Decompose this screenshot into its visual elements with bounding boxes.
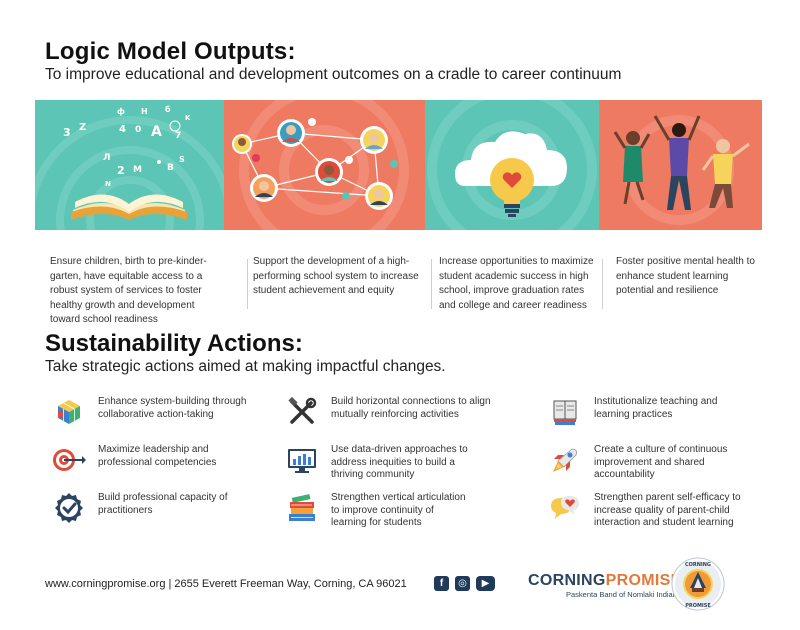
outputs-title: Logic Model Outputs:: [45, 38, 296, 65]
divider: [602, 259, 603, 309]
action-text: Institutionalize teaching and learning p…: [594, 396, 718, 420]
banner-letter: Z: [79, 122, 86, 133]
action-item: Use data-driven approaches to address in…: [285, 443, 481, 482]
corning-promise-seal: CORNING PROMISE: [670, 556, 726, 617]
banner-letter: S: [179, 155, 185, 164]
lightbulb-cloud-illustration: [425, 100, 599, 230]
brand-subtitle: Paskenta Band of Nomlaki Indians: [566, 590, 681, 599]
chart-monitor-icon: [285, 443, 319, 477]
banner-letter: Л: [103, 153, 110, 163]
cube-icon: [52, 395, 86, 429]
banner-letter: B: [167, 163, 174, 173]
books-icon: [548, 395, 582, 429]
divider: [247, 259, 248, 309]
banner-letter: N: [105, 180, 111, 188]
banner-letter: H: [141, 107, 148, 116]
banner-letter: 2: [117, 164, 125, 177]
action-text: Build horizontal connections to align mu…: [331, 396, 491, 420]
banner-letter: A: [151, 124, 162, 140]
action-item: Institutionalize teaching and learning p…: [548, 395, 724, 429]
youtube-icon[interactable]: ▶: [476, 576, 495, 591]
banner-letter: 3: [63, 126, 71, 139]
seal-bottom-text: PROMISE: [685, 603, 711, 609]
action-text: Build professional capacity of practitio…: [98, 492, 228, 516]
action-item: Maximize leadership and professional com…: [52, 443, 258, 477]
tools-icon: [285, 395, 319, 429]
divider: [431, 259, 432, 309]
outputs-subtitle: To improve educational and development o…: [45, 66, 622, 83]
output-item: Foster positive mental health to enhance…: [616, 256, 755, 296]
actions-subtitle: Take strategic actions aimed at making i…: [45, 358, 446, 375]
action-item: Strengthen vertical articulation to impr…: [285, 491, 471, 530]
action-item: Enhance system-building through collabor…: [52, 395, 268, 429]
action-text: Strengthen vertical articulation to impr…: [331, 492, 466, 528]
action-item: Build professional capacity of practitio…: [52, 491, 248, 525]
open-book-illustration: 3 Z ф H б K 4 0 A 7 Л 2 M B N S: [35, 100, 224, 230]
action-text: Use data-driven approaches to address in…: [331, 444, 468, 480]
banner-letter: ф: [117, 107, 125, 116]
rocket-icon: [548, 443, 582, 477]
action-text: Enhance system-building through collabor…: [98, 396, 247, 420]
actions-title: Sustainability Actions:: [45, 330, 303, 357]
action-item: Create a culture of continuous improveme…: [548, 443, 734, 482]
banner-letter: б: [165, 104, 171, 114]
network-people-illustration: [224, 100, 425, 230]
instagram-icon[interactable]: ◎: [455, 576, 470, 591]
banner-letter: 7: [175, 131, 181, 141]
output-item: Ensure children, birth to pre-kinder-gar…: [50, 256, 207, 325]
badge-check-icon: [52, 491, 86, 525]
banner-letter: 4: [119, 124, 126, 135]
footer-contact: www.corningpromise.org | 2655 Everett Fr…: [45, 578, 407, 590]
brand-logo: CORNINGPROMISE: [528, 572, 682, 589]
target-icon: [52, 443, 86, 477]
action-text: Strengthen parent self-efficacy to incre…: [594, 492, 741, 528]
facebook-icon[interactable]: f: [434, 576, 449, 591]
banner-letter: K: [185, 114, 191, 122]
banner-letter: M: [133, 165, 142, 175]
action-item: Build horizontal connections to align mu…: [285, 395, 491, 429]
social-links: f ◎ ▶: [434, 576, 495, 591]
action-text: Maximize leadership and professional com…: [98, 444, 217, 468]
output-item: Support the development of a high-perfor…: [253, 256, 419, 296]
banner-letter: 0: [135, 125, 141, 135]
action-text: Create a culture of continuous improveme…: [594, 444, 728, 480]
seal-top-text: CORNING: [685, 562, 711, 568]
book-stack-icon: [285, 491, 319, 525]
output-item: Increase opportunities to maximize stude…: [439, 256, 594, 311]
jumping-people-illustration: [599, 100, 762, 230]
illustration-banner: 3 Z ф H б K 4 0 A 7 Л 2 M B N S: [35, 100, 762, 230]
action-item: Strengthen parent self-efficacy to incre…: [548, 491, 744, 530]
chat-heart-icon: [548, 491, 582, 525]
outputs-list: Ensure children, birth to pre-kinder-gar…: [35, 255, 762, 325]
